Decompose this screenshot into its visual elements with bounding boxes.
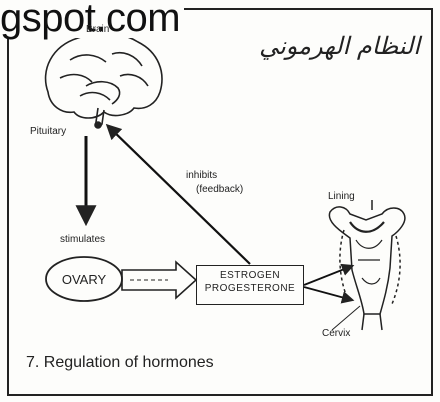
feedback-label: (feedback) bbox=[196, 184, 243, 195]
figure-caption: 7. Regulation of hormones bbox=[26, 354, 214, 372]
stimulates-label: stimulates bbox=[60, 234, 105, 245]
inhibits-label: inhibits bbox=[186, 170, 217, 181]
to-uterus-arrow-1 bbox=[304, 266, 352, 285]
brain-illustration bbox=[46, 33, 162, 128]
progesterone-label: PROGESTERONE bbox=[197, 282, 303, 295]
cervix-label: Cervix bbox=[322, 328, 350, 339]
feedback-arrow bbox=[108, 126, 250, 264]
brain-label: Brain bbox=[86, 24, 109, 35]
to-uterus-arrow-2 bbox=[304, 287, 352, 300]
uterus-illustration bbox=[329, 200, 405, 330]
hormone-box: ESTROGEN PROGESTERONE bbox=[196, 265, 304, 305]
arabic-title: النظام الهرموني bbox=[250, 32, 420, 60]
ovary-label: OVARY bbox=[48, 272, 120, 287]
estrogen-label: ESTROGEN bbox=[197, 269, 303, 282]
pituitary-label: Pituitary bbox=[30, 126, 66, 137]
lining-label: Lining bbox=[328, 191, 355, 202]
